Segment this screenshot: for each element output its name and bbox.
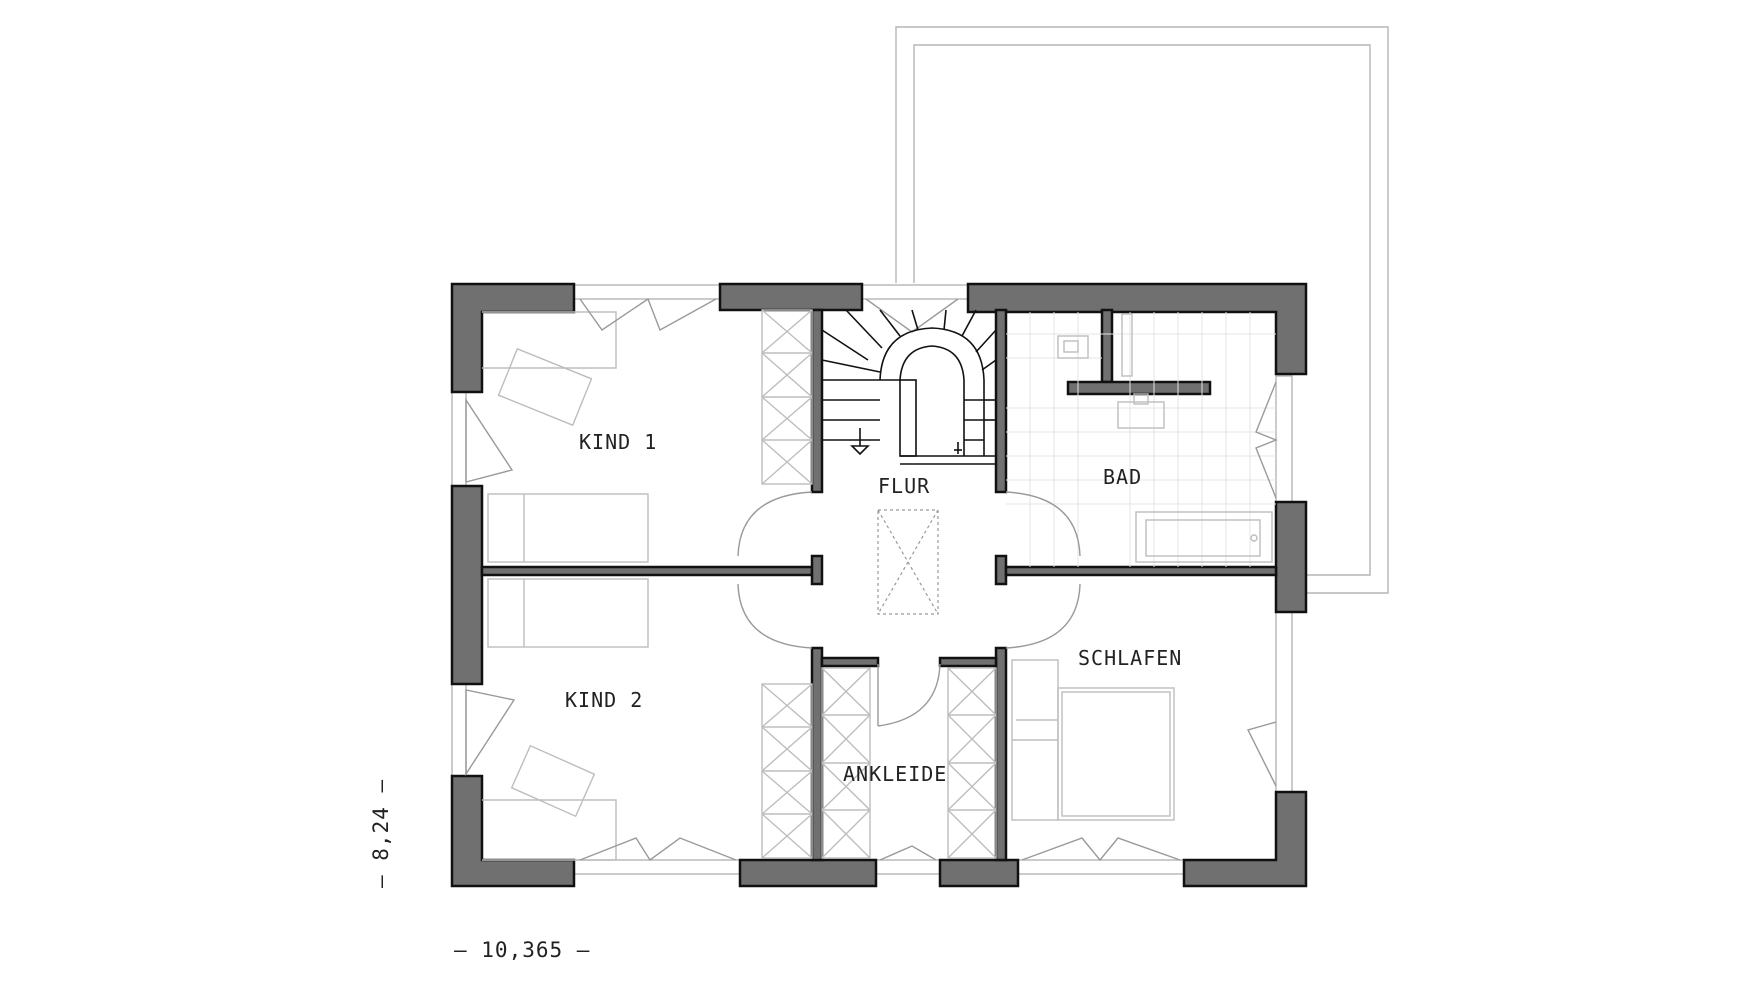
room-label-flur: FLUR	[878, 474, 930, 498]
bathroom-tiles	[1006, 312, 1276, 567]
wardrobes	[761, 309, 997, 859]
walls	[450, 282, 1308, 888]
terrace-outline	[895, 26, 1389, 594]
room-label-kind2: KIND 2	[565, 688, 643, 712]
furniture-kind2	[482, 578, 649, 861]
room-label-schlafen: SCHLAFEN	[1078, 646, 1182, 670]
furniture-schlafen	[1011, 659, 1175, 821]
furniture-kind1	[482, 311, 649, 563]
staircase	[821, 309, 997, 465]
dimension-depth: – 8,24 –	[369, 779, 393, 888]
room-label-kind1: KIND 1	[579, 430, 657, 454]
bathroom-fixtures	[1006, 312, 1276, 567]
void-opening	[877, 509, 939, 615]
dimension-width: – 10,365 –	[454, 938, 590, 962]
room-label-bad: BAD	[1103, 465, 1142, 489]
room-label-ankleide: ANKLEIDE	[843, 762, 947, 786]
